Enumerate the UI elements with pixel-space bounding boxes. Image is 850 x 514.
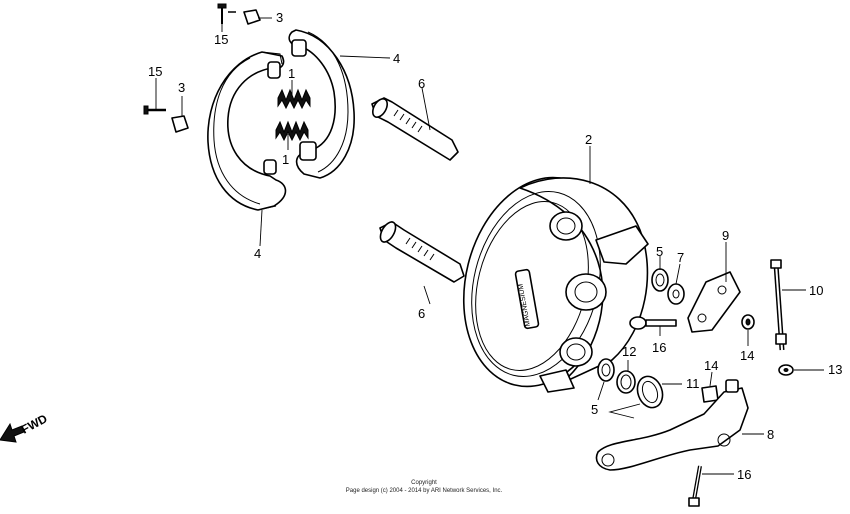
bolt-16-lower [688, 465, 702, 507]
callout-3b: 3 [178, 80, 185, 95]
brake-shoe-left [207, 51, 287, 211]
ring-12 [616, 370, 636, 394]
cam-shaft-lower [379, 221, 465, 283]
copyright-line-2: Page design (c) 2004 - 2014 by ARI Netwo… [346, 488, 503, 494]
callout-16b: 16 [737, 467, 751, 482]
callout-5a: 5 [656, 244, 663, 259]
brake-arm [595, 379, 749, 471]
callout-10: 10 [809, 283, 823, 298]
callout-6a: 6 [418, 76, 425, 91]
callout-1a: 1 [288, 66, 295, 81]
callout-11: 11 [686, 376, 700, 391]
callout-1b: 1 [282, 152, 289, 167]
callout-8: 8 [767, 427, 774, 442]
callout-14a: 14 [740, 348, 754, 363]
callout-5b: 5 [591, 402, 598, 417]
callout-3a: 3 [276, 10, 283, 25]
callout-12: 12 [622, 344, 636, 359]
dust-seal-upper [651, 268, 669, 292]
callout-16a: 16 [652, 340, 666, 355]
shoe-pin-upper [217, 3, 236, 24]
brake-shoe-right [288, 29, 355, 179]
pin-cap-upper [243, 9, 261, 25]
callout-7: 7 [677, 250, 684, 265]
brake-panel: MAGNESIUM [462, 176, 649, 393]
forward-arrow-icon [0, 422, 25, 443]
wear-indicator-plate [687, 271, 741, 333]
copyright-line-1: Copyright [411, 480, 437, 486]
forward-direction-label: FWD [19, 411, 50, 436]
return-spring-upper [277, 88, 311, 110]
stud-bolt-10 [770, 259, 787, 351]
dust-seal-lower [597, 358, 615, 382]
callout-labels: 15 3 15 3 4 1 1 6 4 6 2 5 7 9 10 16 14 1… [148, 10, 842, 482]
nut-14-upper [741, 314, 755, 330]
callout-15b: 15 [148, 64, 162, 79]
nut-14-lower [701, 385, 719, 403]
nut-13 [778, 364, 794, 376]
leader-lines [155, 17, 824, 475]
callout-4a: 4 [393, 51, 400, 66]
callout-9: 9 [722, 228, 729, 243]
washer-7 [667, 283, 685, 305]
cam-shaft-upper [371, 97, 459, 161]
callout-14b: 14 [704, 358, 718, 373]
callout-13: 13 [828, 362, 842, 377]
callout-6b: 6 [418, 306, 425, 321]
callout-2: 2 [585, 132, 592, 147]
callout-15a: 15 [214, 32, 228, 47]
pin-cap-lower [171, 115, 189, 133]
shoe-pin-lower [143, 105, 166, 115]
return-spring-11 [608, 375, 664, 419]
bolt-16-upper [629, 316, 677, 330]
return-spring-lower [275, 120, 309, 142]
callout-4b: 4 [254, 246, 261, 261]
